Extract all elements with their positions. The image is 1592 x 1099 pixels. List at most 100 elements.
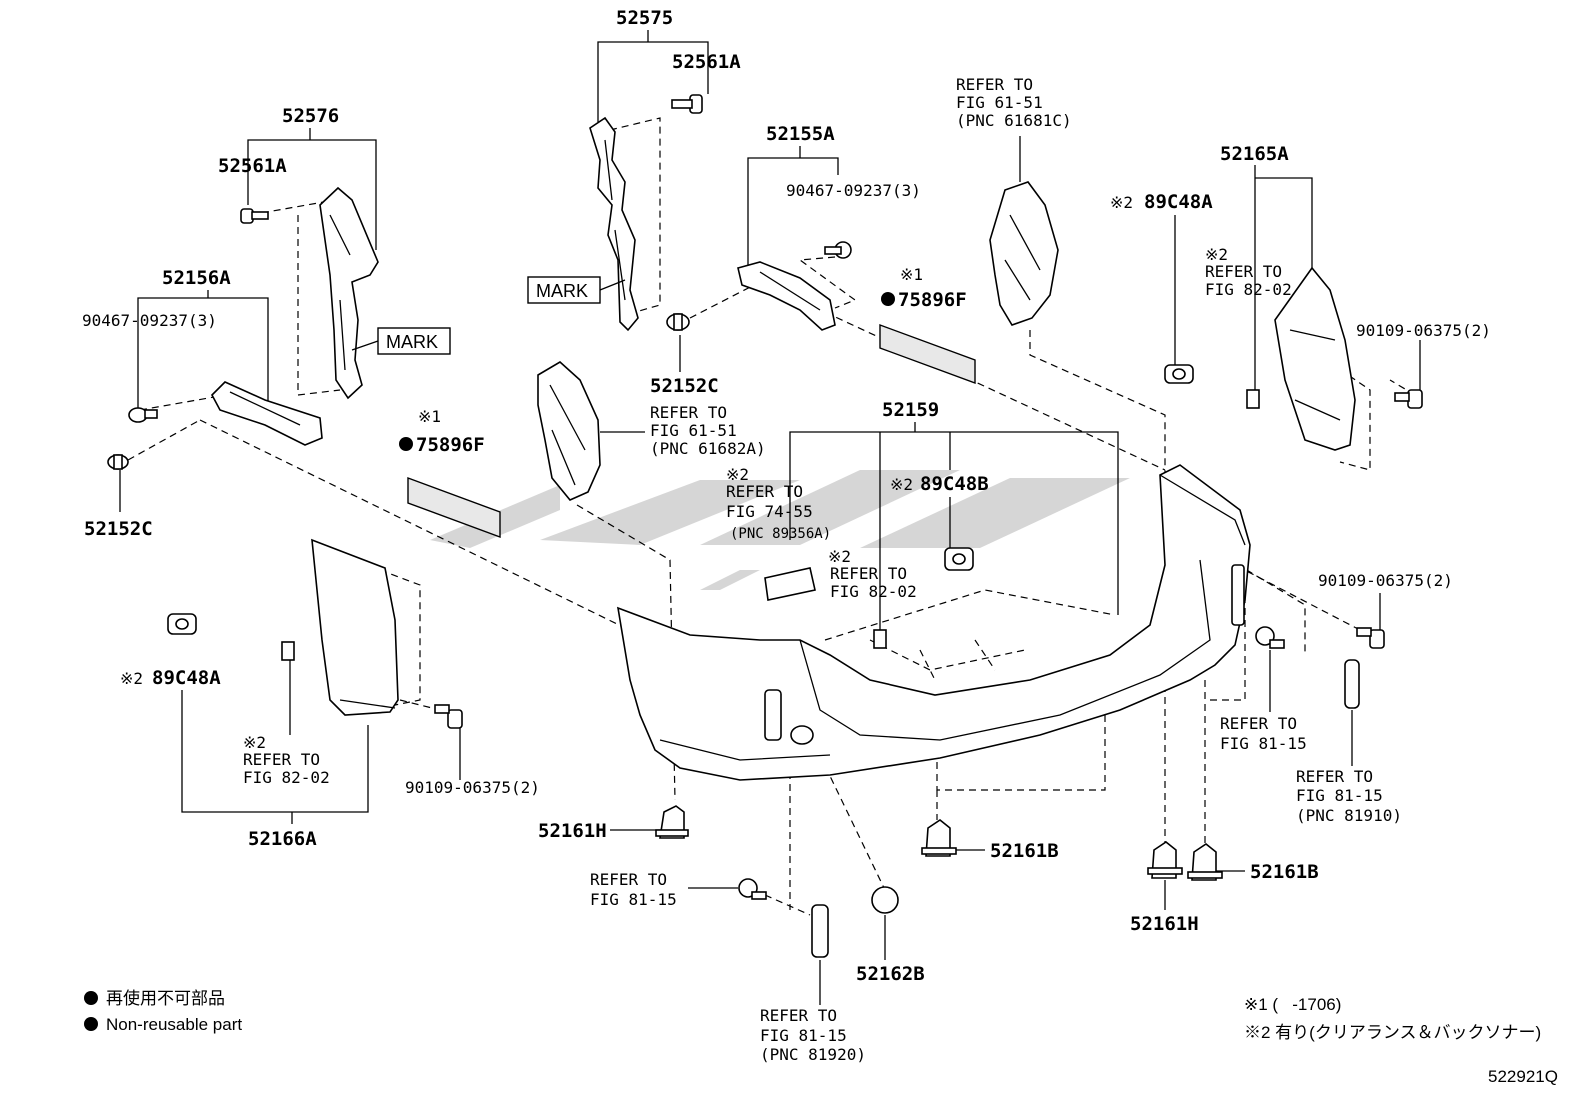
star2-89C48A-left: ※2 — [120, 669, 143, 688]
ref-82-02-left-l3: FIG 82-02 — [243, 768, 330, 787]
ref-81920-l2: FIG 81-15 — [760, 1026, 847, 1045]
label-52161H-left: 52161H — [538, 820, 607, 842]
non-reusable-dot-right — [881, 292, 895, 306]
ref-81-15-right-l2: FIG 81-15 — [1220, 734, 1307, 753]
nut-89C48B — [944, 547, 974, 571]
label-90467-left: 90467-09237(3) — [82, 311, 217, 330]
ref-82-02-left-l1: ※2 — [243, 733, 266, 752]
label-52561A-left: 52561A — [218, 155, 287, 177]
ref-89356A-l1: ※2 — [726, 465, 749, 484]
mark-box-1 — [527, 276, 626, 304]
legend-dot-en — [84, 1017, 98, 1031]
mark-box-2 — [351, 327, 451, 355]
screw-81-15-right — [1255, 626, 1285, 649]
clip-52161B-right — [1187, 843, 1223, 881]
piece-52166A — [311, 538, 399, 716]
label-52156A: 52156A — [162, 267, 231, 289]
label-52166A: 52166A — [248, 828, 317, 850]
label-52152C-left: 52152C — [84, 518, 153, 540]
reflector-81920 — [811, 904, 829, 958]
ref-61681C-l3: (PNC 61681C) — [956, 111, 1072, 130]
nut-89C48A-top — [1164, 364, 1194, 384]
label-52161B-right: 52161B — [1250, 861, 1319, 883]
clip-52161B-mid — [921, 819, 957, 857]
strip-75896F-left — [407, 476, 501, 539]
ref-81910-l2: FIG 81-15 — [1296, 786, 1383, 805]
ref-82-02-right-l2: REFER TO — [1205, 262, 1282, 281]
legend-dot-jp — [84, 991, 98, 1005]
star2-89C48B: ※2 — [890, 475, 913, 494]
star1-right: ※1 — [900, 265, 923, 284]
screw-90467-mid — [824, 241, 852, 259]
mark-label-1: MARK — [536, 281, 588, 301]
plate-89356A — [764, 567, 816, 601]
bracket-52156A — [211, 381, 323, 446]
ref-89356A-l2: REFER TO — [726, 482, 803, 501]
cap-52162B — [871, 886, 899, 914]
label-52162B: 52162B — [856, 963, 925, 985]
ref-61682A-l2: FIG 61-51 — [650, 421, 737, 440]
label-75896F-left: 75896F — [416, 434, 485, 456]
note-2: ※2 有り(クリアランス＆バックソナー) — [1244, 1023, 1541, 1042]
bolt-52561A-left — [240, 208, 269, 224]
ref-82-02-left-l2: REFER TO — [243, 750, 320, 769]
bracket-52575 — [589, 116, 639, 332]
watermark-logo — [430, 470, 1130, 590]
label-52159: 52159 — [882, 399, 939, 421]
label-89C48A-left: 89C48A — [152, 667, 221, 689]
ref-89356A-l3: FIG 74-55 — [726, 502, 813, 521]
label-90109-right-mid: 90109-06375(2) — [1318, 571, 1453, 590]
ref-81910-l3: (PNC 81910) — [1296, 806, 1402, 825]
label-89C48B: 89C48B — [920, 473, 989, 495]
bracket-61681C — [989, 181, 1059, 326]
clip-52152C-left — [107, 454, 129, 470]
star1-left: ※1 — [418, 407, 441, 426]
clip-52152C-mid — [666, 313, 690, 331]
ref-89356A-l4: (PNC 89356A) — [730, 526, 831, 542]
figure-code: 522921Q — [1488, 1067, 1558, 1086]
non-reusable-dot-left — [399, 437, 413, 451]
legend-en: Non-reusable part — [106, 1015, 242, 1034]
strip-75896F-right — [879, 323, 976, 385]
legend-jp: 再使用不可部品 — [106, 988, 225, 1008]
label-89C48A-top: 89C48A — [1144, 191, 1213, 213]
ref-82-02-mid-l3: FIG 82-02 — [830, 582, 917, 601]
ref-81-15-right-l1: REFER TO — [1220, 714, 1297, 733]
label-75896F-right: 75896F — [898, 289, 967, 311]
ref-82-02-mid-l1: ※2 — [828, 547, 851, 566]
ref-81920-l1: REFER TO — [760, 1006, 837, 1025]
bolt-90109-right-top — [1394, 389, 1423, 409]
label-90109-left: 90109-06375(2) — [405, 778, 540, 797]
label-52576: 52576 — [282, 105, 339, 127]
ref-81-15-bottom-l1: REFER TO — [590, 870, 667, 889]
ref-61681C-l1: REFER TO — [956, 75, 1033, 94]
notes: ※1 ( -1706) ※2 有り(クリアランス＆バックソナー) — [1244, 995, 1541, 1042]
clip-82-02-mid — [873, 629, 887, 649]
label-52165A: 52165A — [1220, 143, 1289, 165]
ref-82-02-mid-l2: REFER TO — [830, 564, 907, 583]
label-52155A: 52155A — [766, 123, 835, 145]
reflector-81910 — [1344, 659, 1360, 709]
clip-82-02-left — [281, 641, 295, 661]
nut-89C48A-left — [167, 613, 197, 635]
bracket-52155A — [737, 261, 836, 331]
label-52161B-mid: 52161B — [990, 840, 1059, 862]
legend: 再使用不可部品 Non-reusable part — [84, 988, 242, 1034]
ref-61682A-l3: (PNC 61682A) — [650, 439, 766, 458]
label-52575: 52575 — [616, 7, 673, 29]
bolt-90109-left — [434, 704, 463, 729]
star2-89C48A-top: ※2 — [1110, 193, 1133, 212]
clip-82-02-right — [1246, 389, 1260, 409]
bracket-52576 — [319, 186, 379, 400]
clip-52161H-right — [1147, 841, 1183, 879]
part-labels: 52575 52561A 52576 52561A 52155A 90467-0… — [82, 7, 1491, 1064]
bracket-61682A — [537, 361, 601, 501]
ref-81910-l1: REFER TO — [1296, 767, 1373, 786]
note-1: ※1 ( -1706) — [1244, 995, 1341, 1014]
ref-81-15-bottom-l2: FIG 81-15 — [590, 890, 677, 909]
label-52152C-mid: 52152C — [650, 375, 719, 397]
screw-81-15-bottom — [738, 878, 767, 900]
bolt-90109-right-mid — [1356, 627, 1385, 649]
label-52561A-top: 52561A — [672, 51, 741, 73]
leader-lines — [119, 30, 1421, 1005]
